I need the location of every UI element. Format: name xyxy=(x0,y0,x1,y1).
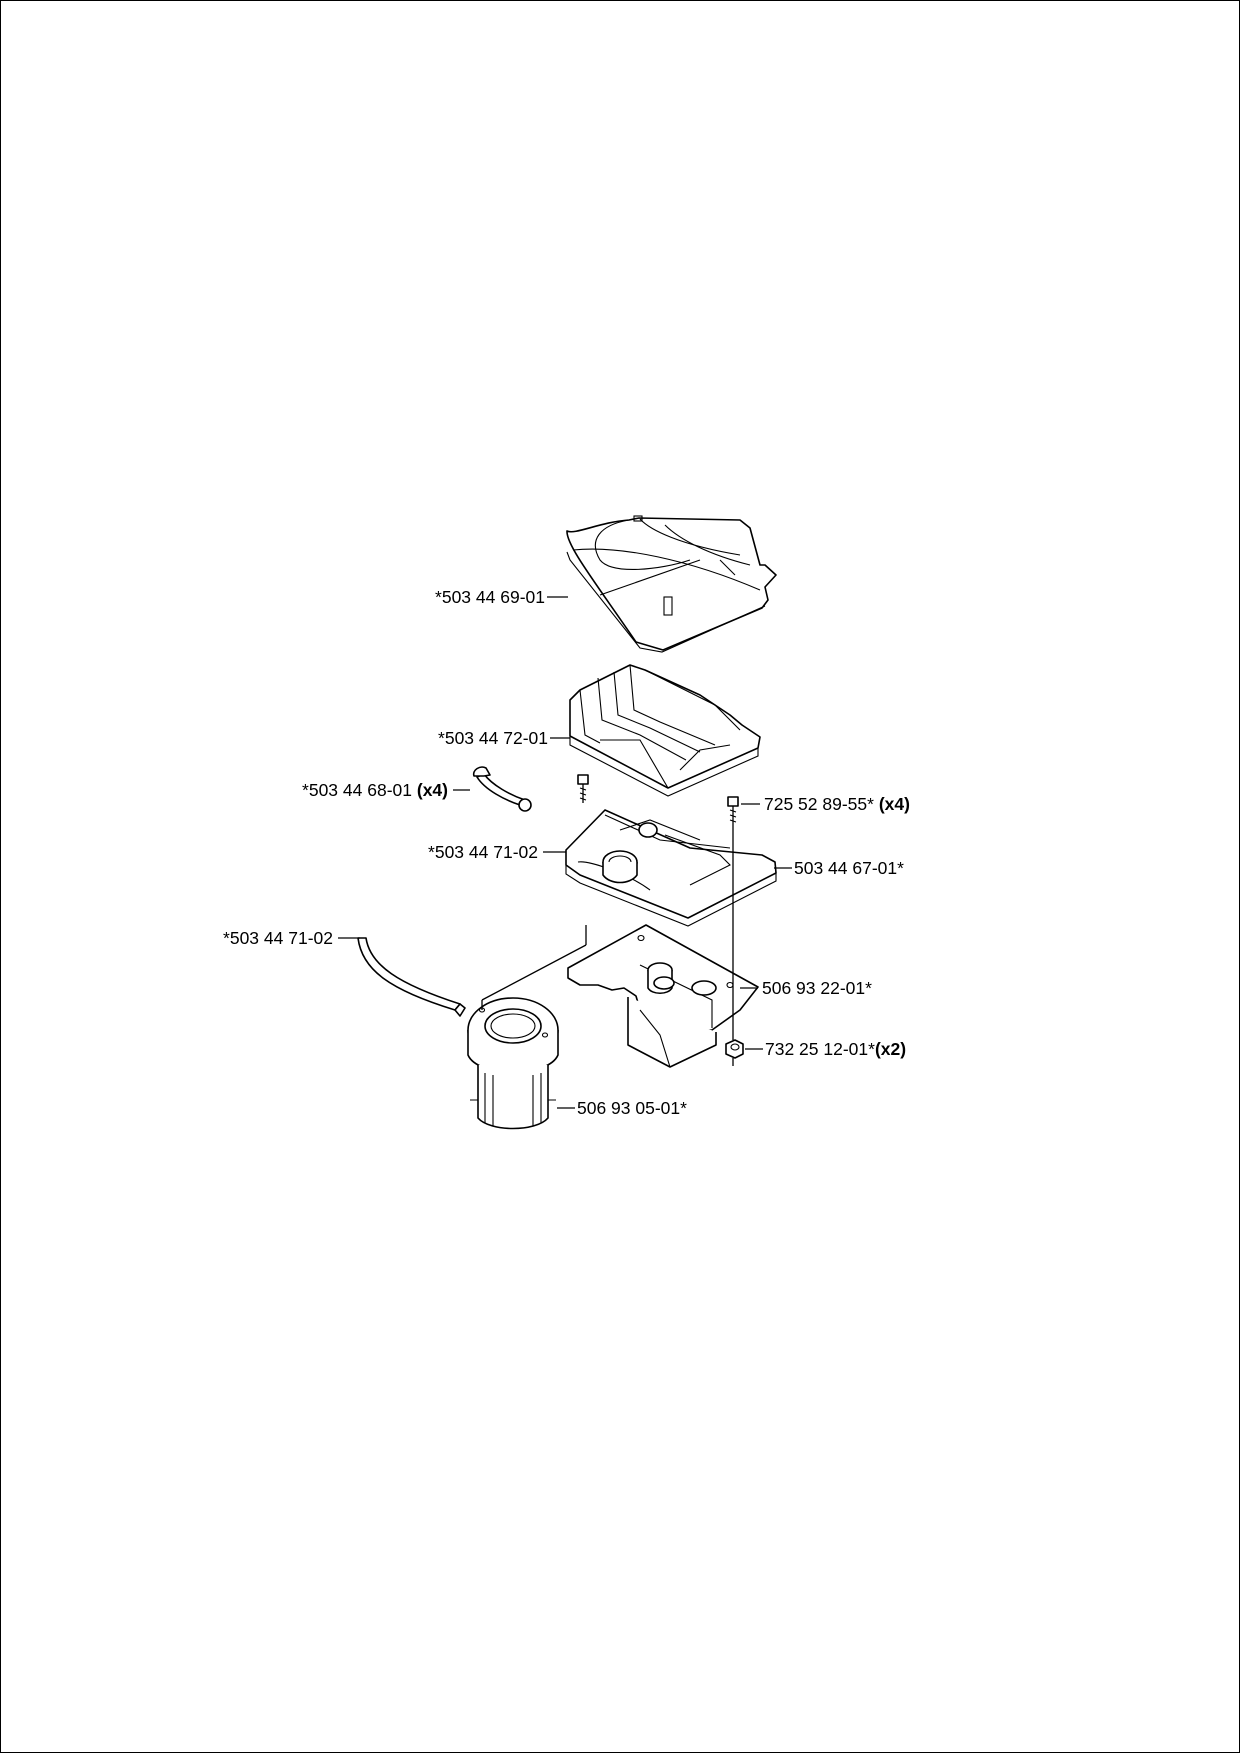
clip-part xyxy=(472,766,532,812)
screw-right xyxy=(727,796,739,826)
nut-part xyxy=(725,1039,744,1066)
label-holder: 503 44 67-01* xyxy=(794,858,904,878)
cover-part xyxy=(566,515,777,653)
label-filter: *503 44 72-01 xyxy=(438,728,548,748)
leader-lines xyxy=(338,596,792,1109)
label-seal: *503 44 71-02 xyxy=(428,842,538,862)
label-cover: *503 44 69-01 xyxy=(435,587,545,607)
label-bracket: 506 93 22-01* xyxy=(762,978,872,998)
filter-part xyxy=(569,664,761,797)
bracket-part xyxy=(567,924,759,1068)
screw-left xyxy=(577,774,589,803)
hose-part xyxy=(357,937,466,1017)
label-clip: *503 44 68-01 (x4) xyxy=(302,780,448,800)
label-prefilter: 506 93 05-01* xyxy=(577,1098,687,1118)
label-nut: 732 25 12-01*(x2) xyxy=(765,1039,906,1059)
label-screw: 725 52 89-55* (x4) xyxy=(764,794,910,814)
assembly-lines xyxy=(481,826,734,1040)
part-labels: *503 44 69-01 *503 44 72-01 *503 44 68-0… xyxy=(223,587,910,1118)
prefilter-part xyxy=(467,997,559,1130)
label-hose: *503 44 71-02 xyxy=(223,928,333,948)
holder-part xyxy=(565,809,777,927)
